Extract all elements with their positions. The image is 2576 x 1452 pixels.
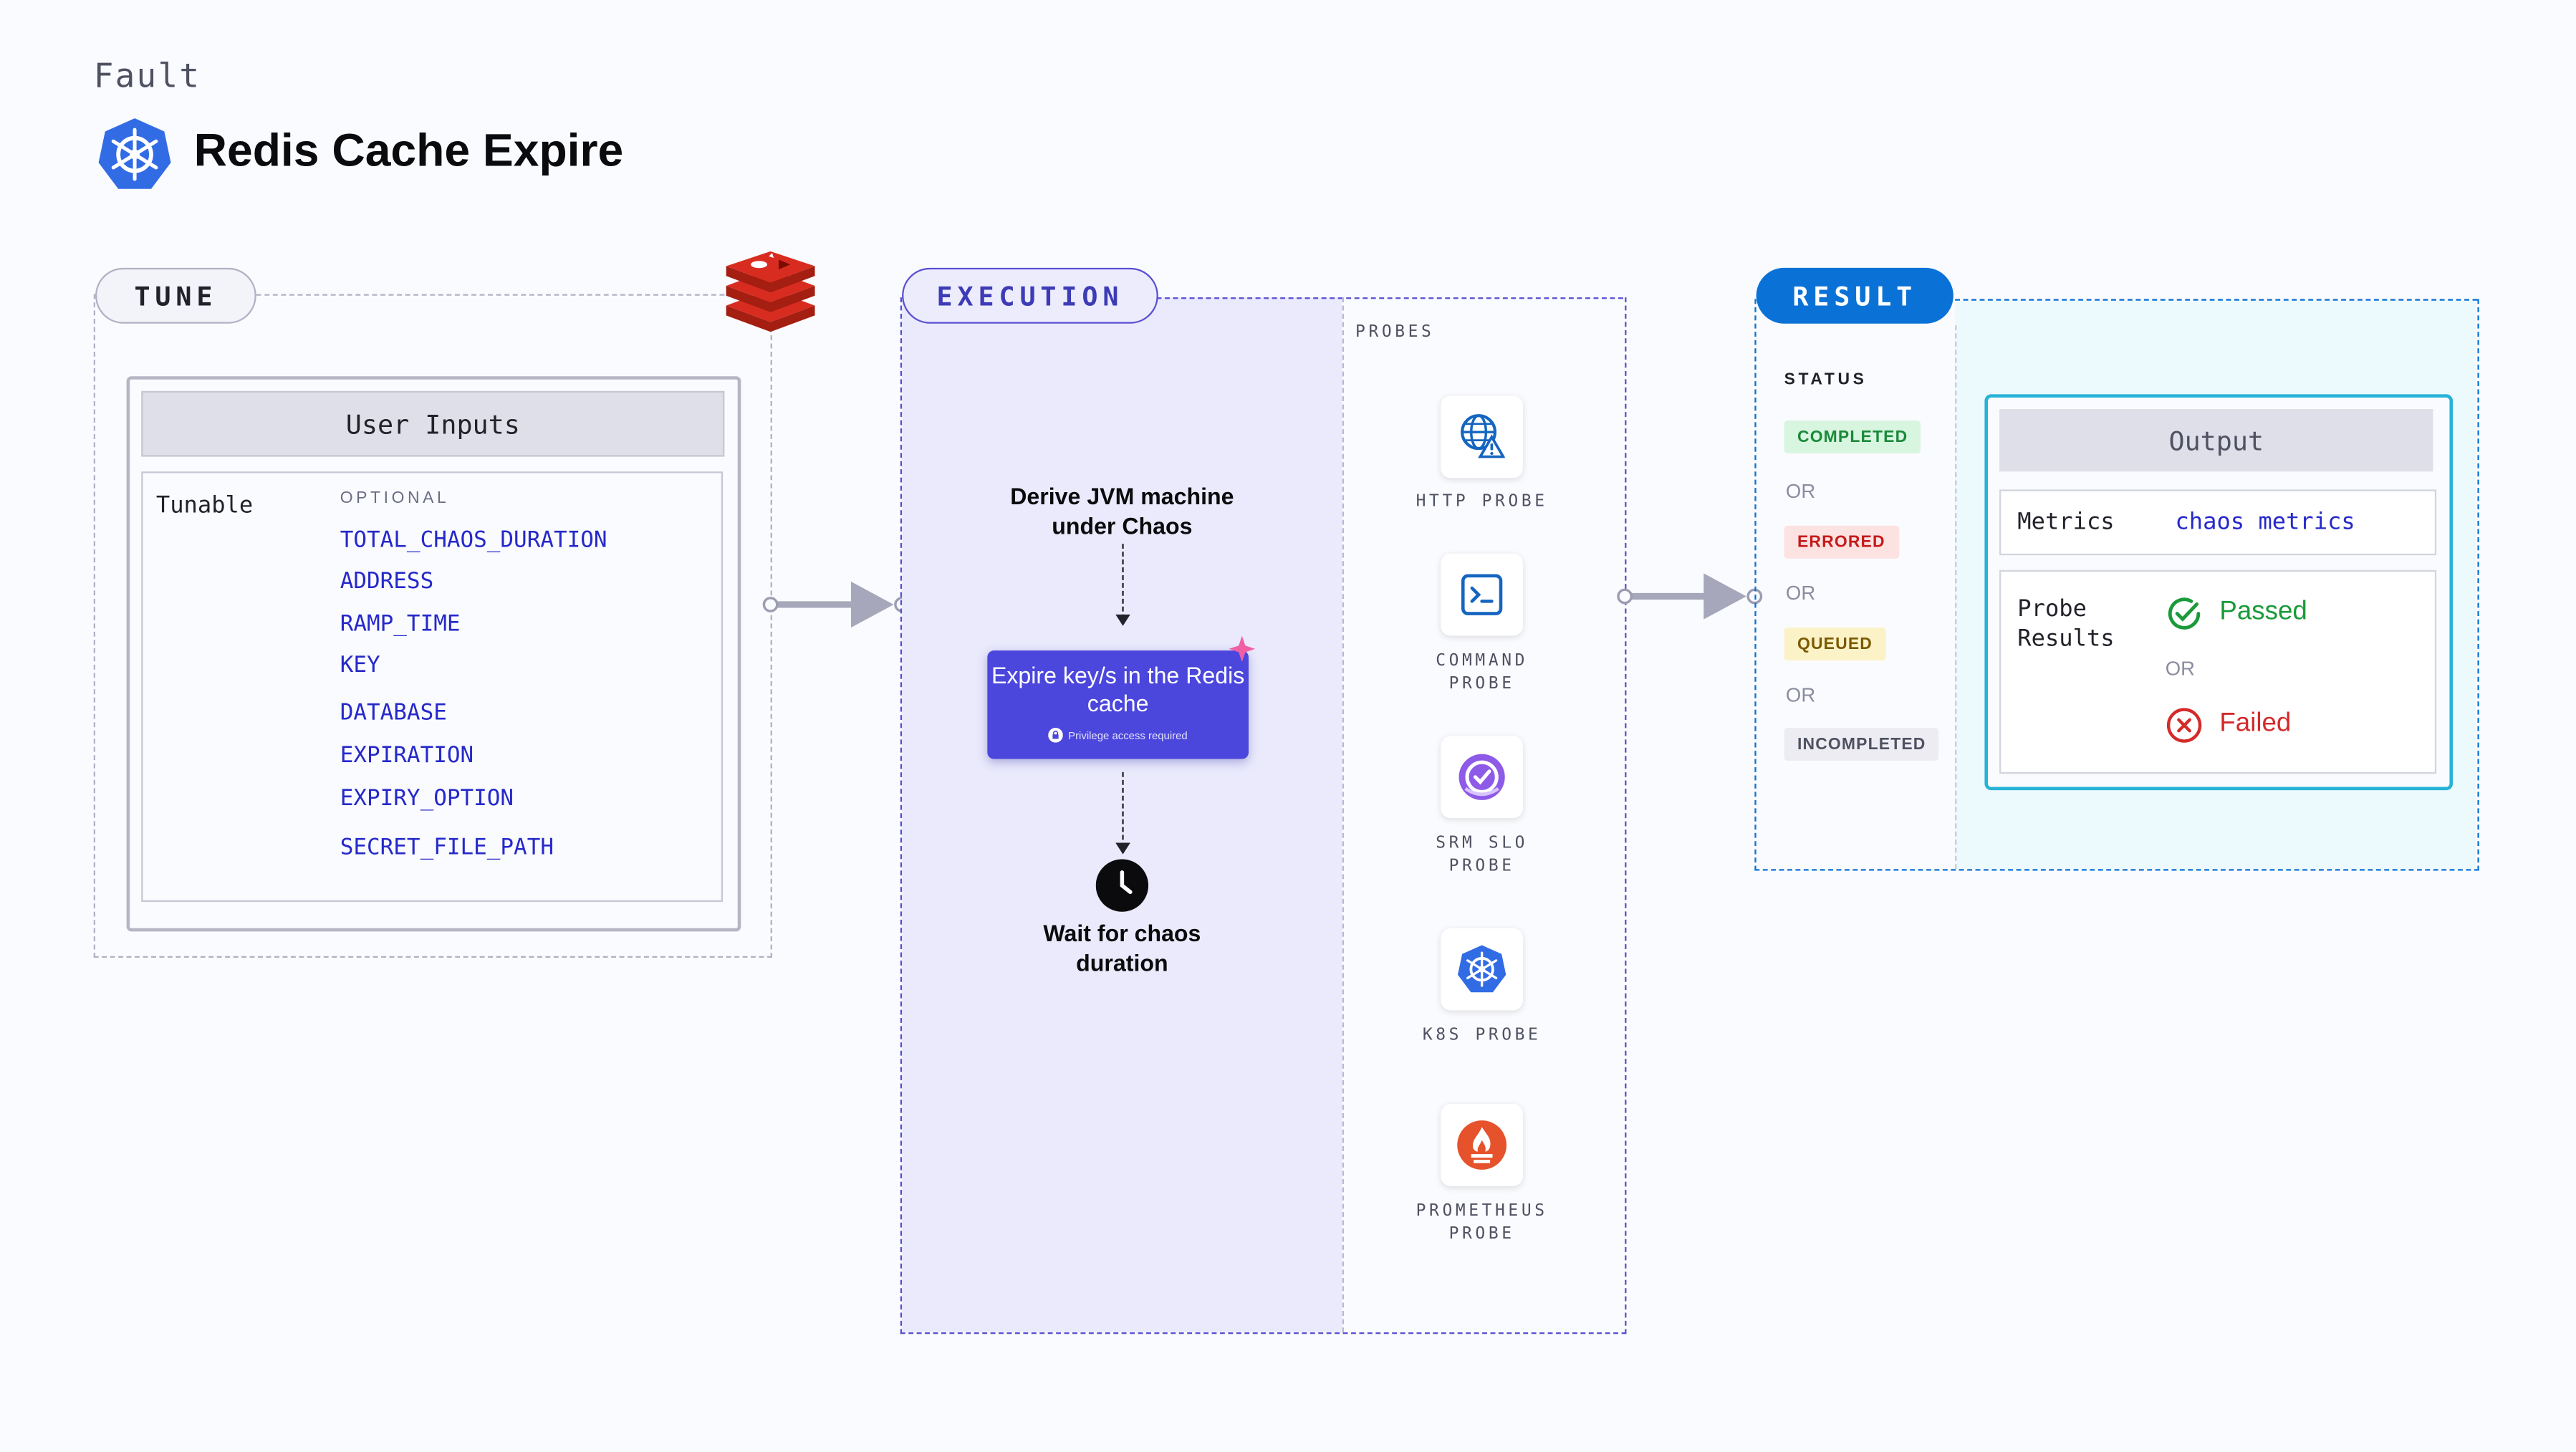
failed-label: Failed: [2219, 709, 2292, 738]
command-probe-tile: [1441, 553, 1523, 636]
srm-slo-probe-label-line2: PROBE: [1448, 857, 1515, 876]
clock-icon: [1095, 859, 1149, 912]
prometheus-icon: [1457, 1120, 1507, 1170]
http-probe-tile: [1441, 395, 1523, 479]
page-title: Redis Cache Expire: [193, 125, 624, 176]
k8s-probe-label: K8S PROBE: [1422, 1027, 1542, 1045]
command-probe-label-line2: PROBE: [1448, 675, 1515, 693]
execution-divider: [1342, 297, 1345, 1332]
execution-pill: EXECUTION: [902, 267, 1158, 324]
lock-icon: [1048, 727, 1064, 743]
tune-pill: TUNE: [95, 267, 256, 324]
k8s-probe-tile: [1441, 928, 1523, 1011]
param-expiration: EXPIRATION: [340, 742, 474, 769]
srm-slo-probe-tile: [1441, 736, 1523, 819]
flow-arrowhead-2: [1115, 842, 1130, 855]
or-text: OR: [1785, 479, 1816, 503]
status-title: STATUS: [1784, 371, 1868, 390]
srm-slo-probe-label-line1: SRM SLO: [1436, 835, 1529, 853]
probe-or-text: OR: [2165, 657, 2195, 681]
output-title: Output: [1999, 409, 2433, 472]
arrow-execution-to-result: [1617, 573, 1763, 620]
or-text: OR: [1785, 683, 1816, 707]
param-secret-file-path: SECRET_FILE_PATH: [340, 835, 554, 861]
execution-region: [900, 297, 1627, 1335]
x-circle-icon: [2166, 708, 2202, 743]
flow-line-1: [1122, 544, 1124, 620]
globe-warning-icon: [1461, 414, 1505, 458]
execution-border: [1156, 297, 1623, 299]
terminal-icon: [1461, 574, 1503, 615]
tune-border: [256, 294, 725, 296]
passed-label: Passed: [2219, 597, 2307, 626]
arrow-tune-to-execution: [762, 581, 910, 628]
prometheus-probe-label-line2: PROBE: [1448, 1225, 1515, 1244]
tunable-label: Tunable: [155, 493, 254, 519]
redis-icon: [726, 251, 815, 332]
http-probe-label: HTTP PROBE: [1416, 493, 1548, 511]
privilege-text: Privilege access required: [1068, 731, 1188, 743]
flow-line-2: [1122, 771, 1124, 848]
status-incompleted-badge: INCOMPLETED: [1784, 727, 1939, 761]
param-database: DATABASE: [340, 699, 447, 726]
param-total-chaos-duration: TOTAL_CHAOS_DURATION: [340, 527, 607, 554]
probe-results-row: [1999, 569, 2437, 774]
result-pill: RESULT: [1756, 267, 1953, 324]
flow-arrowhead-1: [1115, 614, 1130, 626]
step-derive-machine: Derive JVM machine under Chaos: [1010, 483, 1234, 539]
check-circle-icon: [2168, 597, 2201, 630]
step-wait-duration: Wait for chaos duration: [1043, 920, 1201, 976]
kubernetes-icon: [98, 118, 171, 189]
prometheus-probe-tile: [1441, 1104, 1523, 1186]
status-completed-badge: COMPLETED: [1784, 420, 1921, 453]
probe-results-label-line1: Probe: [2017, 596, 2087, 623]
chaos-spark-icon: [1229, 635, 1256, 663]
user-inputs-title: User Inputs: [141, 390, 725, 457]
status-errored-badge: ERRORED: [1784, 525, 1899, 559]
command-probe-label-line1: COMMAND: [1436, 652, 1529, 670]
status-queued-badge: QUEUED: [1784, 628, 1886, 660]
or-text: OR: [1785, 581, 1816, 605]
metrics-label: Metrics: [2017, 509, 2115, 536]
result-border: [1955, 299, 2478, 301]
metrics-row: [1999, 489, 2437, 556]
user-inputs-body: [141, 471, 724, 903]
result-divider: [1955, 325, 1957, 870]
slo-icon: [1458, 754, 1505, 800]
metrics-value: chaos metrics: [2175, 509, 2355, 536]
prometheus-probe-label-line1: PROMETHEUS: [1416, 1202, 1548, 1221]
result-region: [1754, 299, 2479, 871]
kubernetes-icon: [1458, 945, 1506, 993]
page-kicker: Fault: [93, 55, 201, 96]
param-address: ADDRESS: [340, 568, 434, 595]
probes-title: PROBES: [1355, 323, 1435, 342]
privilege-note: Privilege access required: [987, 727, 1249, 743]
param-expiry-option: EXPIRY_OPTION: [340, 785, 514, 812]
param-ramp-time: RAMP_TIME: [340, 611, 461, 638]
probe-results-label-line2: Results: [2017, 625, 2115, 653]
optional-label: OPTIONAL: [340, 489, 450, 508]
param-key: KEY: [340, 652, 380, 679]
fault-card: Expire key/s in the Redis cache Privileg…: [987, 650, 1249, 759]
fault-card-title: Expire key/s in the Redis cache: [991, 662, 1245, 716]
tune-region: [93, 294, 772, 958]
